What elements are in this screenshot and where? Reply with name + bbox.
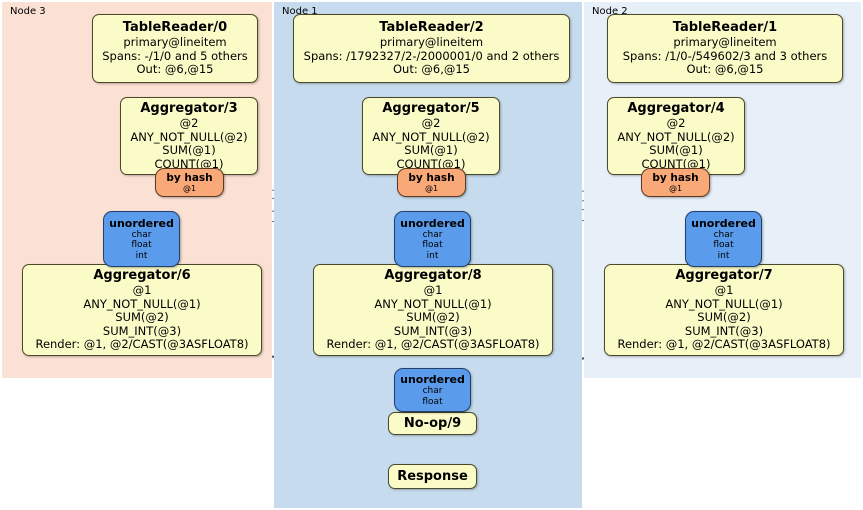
node-detail-unordered4-1: float [713, 240, 734, 251]
node-detail-tablereader1-2: Out: @6,@15 [686, 62, 764, 77]
node-detail-aggregator4-0: @2 [666, 116, 686, 130]
node-detail-tablereader0-2: Out: @6,@15 [136, 62, 214, 77]
node-detail-unordered5-1: float [422, 240, 443, 251]
node-detail-aggregator5-3: COUNT(@1) [396, 156, 466, 171]
node-detail-unordered3-1: float [131, 240, 152, 251]
node-detail-aggregator3-1: ANY_NOT_NULL(@2) [130, 129, 248, 144]
node-title-unordered4: unordered [691, 216, 756, 230]
node-title-tablereader2: TableReader/2 [379, 20, 484, 36]
node-detail-unordered3-0: char [131, 229, 152, 240]
node-detail-aggregator6-2: SUM(@2) [115, 310, 169, 325]
region-label-node3: Node 3 [10, 6, 46, 17]
node-detail-aggregator7-4: Render: @1, @2/CAST(@3ASFLOAT8) [617, 337, 831, 352]
node-title-aggregator3: Aggregator/3 [140, 101, 238, 116]
node-detail-unorderedfinal-1: float [422, 396, 443, 407]
node-title-unordered3: unordered [109, 216, 174, 230]
node-detail-unordered4-2: int [717, 250, 730, 261]
node-detail-aggregator7-0: @1 [714, 283, 734, 298]
node-byhash3[interactable]: by hash@1 [155, 168, 224, 197]
node-detail-aggregator8-0: @1 [423, 283, 443, 298]
node-title-byhash4: by hash [652, 172, 699, 184]
node-title-response: Response [397, 469, 468, 484]
node-detail-aggregator4-2: SUM(@1) [649, 143, 703, 157]
node-detail-aggregator3-3: COUNT(@1) [154, 156, 224, 171]
node-detail-tablereader2-2: Out: @6,@15 [393, 62, 470, 77]
node-title-noop9: No-op/9 [403, 416, 462, 431]
node-title-unorderedfinal: unordered [400, 373, 465, 386]
region-label-node2: Node 2 [592, 6, 628, 17]
node-title-tablereader0: TableReader/0 [122, 20, 228, 36]
node-detail-byhash4-0: @1 [668, 184, 683, 193]
node-detail-aggregator6-1: ANY_NOT_NULL(@1) [83, 296, 201, 311]
node-detail-tablereader2-1: Spans: /1792327/2-/2000001/0 and 2 other… [303, 48, 560, 63]
node-detail-unordered5-2: int [426, 250, 439, 261]
node-title-tablereader1: TableReader/1 [672, 20, 778, 36]
node-byhash4[interactable]: by hash@1 [641, 168, 710, 197]
node-detail-aggregator6-3: SUM_INT(@3) [102, 323, 182, 338]
node-detail-tablereader1-1: Spans: /1/0-/549602/3 and 3 others [622, 48, 828, 63]
node-detail-unorderedfinal-0: char [422, 386, 443, 396]
node-detail-aggregator8-4: Render: @1, @2/CAST(@3ASFLOAT8) [326, 337, 540, 352]
node-detail-aggregator3-2: SUM(@1) [162, 143, 216, 157]
node-detail-aggregator6-4: Render: @1, @2/CAST(@3ASFLOAT8) [35, 337, 249, 352]
node-detail-aggregator5-0: @2 [421, 116, 441, 130]
node-detail-byhash5-0: @1 [424, 184, 439, 193]
node-title-aggregator8: Aggregator/8 [384, 268, 482, 284]
node-title-unordered5: unordered [400, 216, 465, 230]
node-detail-unordered5-0: char [422, 229, 443, 240]
node-detail-tablereader1-0: primary@lineitem [673, 35, 777, 50]
node-title-aggregator7: Aggregator/7 [675, 268, 773, 284]
node-detail-aggregator7-3: SUM_INT(@3) [684, 323, 764, 338]
node-detail-aggregator6-0: @1 [132, 283, 152, 298]
region-label-node1: Node 1 [282, 6, 318, 17]
node-detail-aggregator7-2: SUM(@2) [697, 310, 751, 325]
node-detail-aggregator3-0: @2 [179, 116, 199, 130]
node-detail-aggregator5-1: ANY_NOT_NULL(@2) [372, 129, 490, 144]
node-title-aggregator5: Aggregator/5 [382, 101, 480, 116]
node-response[interactable]: Response [388, 464, 477, 489]
node-detail-aggregator8-1: ANY_NOT_NULL(@1) [374, 296, 492, 311]
node-byhash5[interactable]: by hash@1 [397, 168, 466, 197]
node-detail-unordered3-2: int [135, 250, 148, 261]
node-detail-aggregator8-2: SUM(@2) [406, 310, 460, 325]
node-title-byhash5: by hash [408, 172, 455, 184]
node-detail-aggregator4-1: ANY_NOT_NULL(@2) [617, 129, 735, 144]
node-detail-byhash3-0: @1 [182, 184, 197, 193]
node-detail-aggregator5-2: SUM(@1) [404, 143, 458, 157]
node-title-aggregator4: Aggregator/4 [627, 101, 725, 116]
node-detail-unordered4-0: char [713, 229, 734, 240]
node-detail-aggregator8-3: SUM_INT(@3) [393, 323, 473, 338]
node-detail-tablereader0-0: primary@lineitem [123, 35, 227, 50]
node-noop9[interactable]: No-op/9 [388, 412, 477, 435]
node-title-aggregator6: Aggregator/6 [93, 268, 191, 284]
node-detail-tablereader0-1: Spans: -/1/0 and 5 others [102, 48, 248, 63]
node-detail-tablereader2-0: primary@lineitem [379, 35, 484, 50]
node-detail-aggregator4-3: COUNT(@1) [641, 156, 711, 171]
node-detail-aggregator7-1: ANY_NOT_NULL(@1) [665, 296, 783, 311]
node-title-byhash3: by hash [166, 172, 213, 184]
